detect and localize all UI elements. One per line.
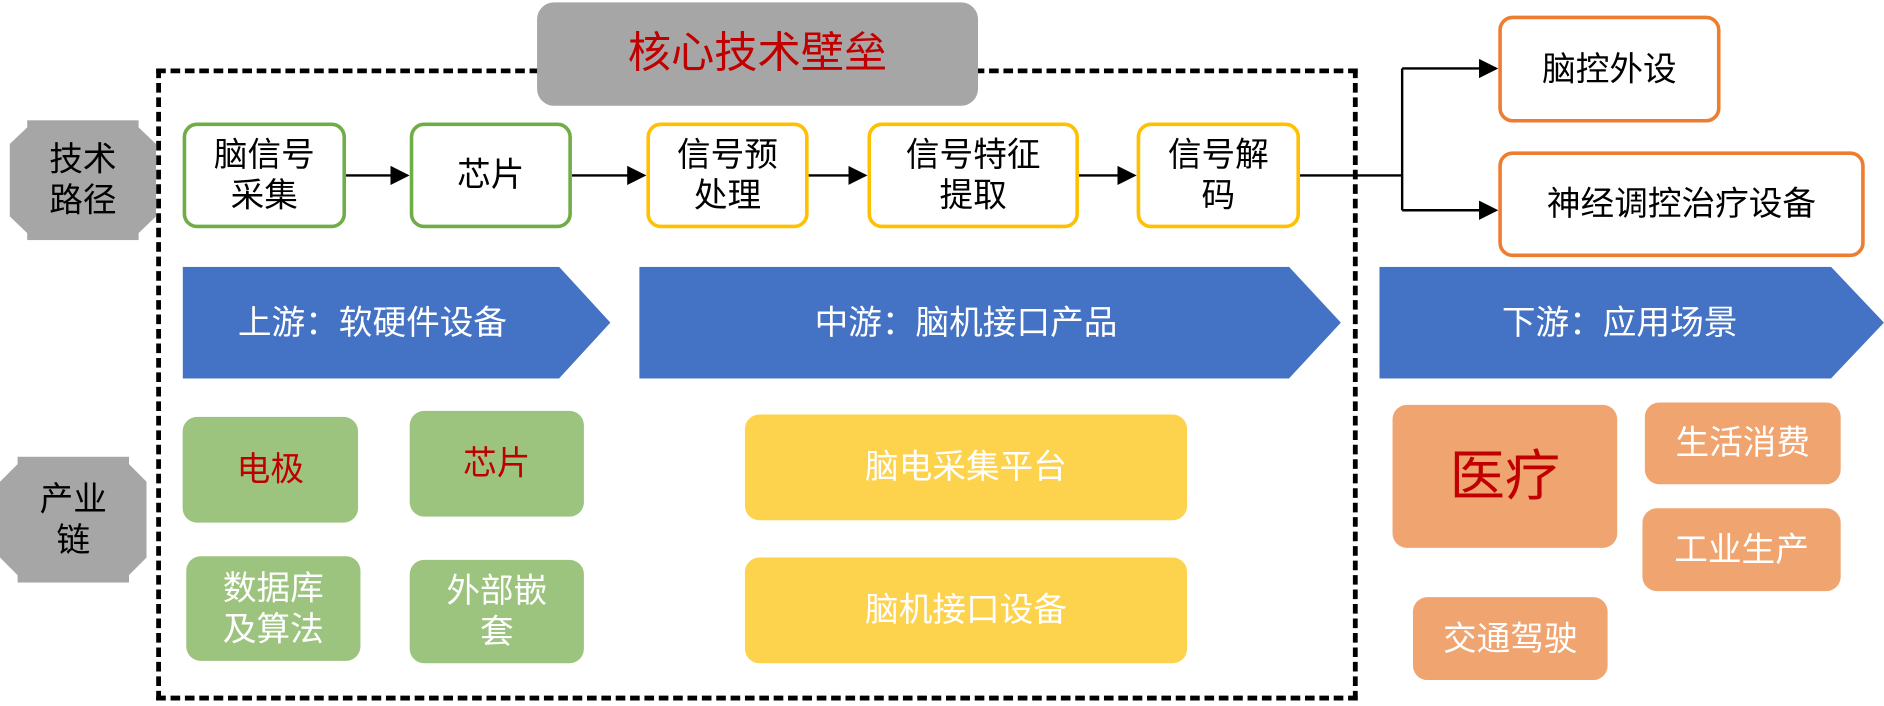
step-feature-extraction: 信号特征 提取 [867, 123, 1078, 229]
upstream-database-algorithm: 数据库 及算法 [186, 556, 360, 661]
upstream-external-kit: 外部嵌 套 [410, 560, 584, 663]
step-preprocessing: 信号预 处理 [646, 123, 808, 229]
downstream-medical: 医疗 [1393, 405, 1618, 548]
midstream-eeg-platform: 脑电采集平台 [745, 415, 1187, 521]
downstream-consumer: 生活消费 [1645, 403, 1841, 485]
downstream-industrial: 工业生产 [1642, 508, 1840, 591]
step-signal-acquisition: 脑信号 采集 [183, 123, 346, 229]
midstream-bci-device: 脑机接口设备 [745, 557, 1187, 663]
step-decoding: 信号解 码 [1137, 123, 1300, 229]
stage-downstream: 下游：应用场景 [1379, 267, 1884, 379]
app-brain-peripheral: 脑控外设 [1498, 16, 1720, 123]
upstream-electrode: 电极 [183, 417, 358, 523]
stage-midstream: 中游：脑机接口产品 [639, 267, 1341, 379]
app-neuromodulation-device: 神经调控治疗设备 [1498, 151, 1864, 257]
step-chip: 芯片 [410, 123, 572, 229]
upstream-chip: 芯片 [410, 411, 584, 517]
stage-upstream: 上游：软硬件设备 [183, 267, 611, 379]
downstream-transport: 交通驾驶 [1413, 597, 1608, 680]
